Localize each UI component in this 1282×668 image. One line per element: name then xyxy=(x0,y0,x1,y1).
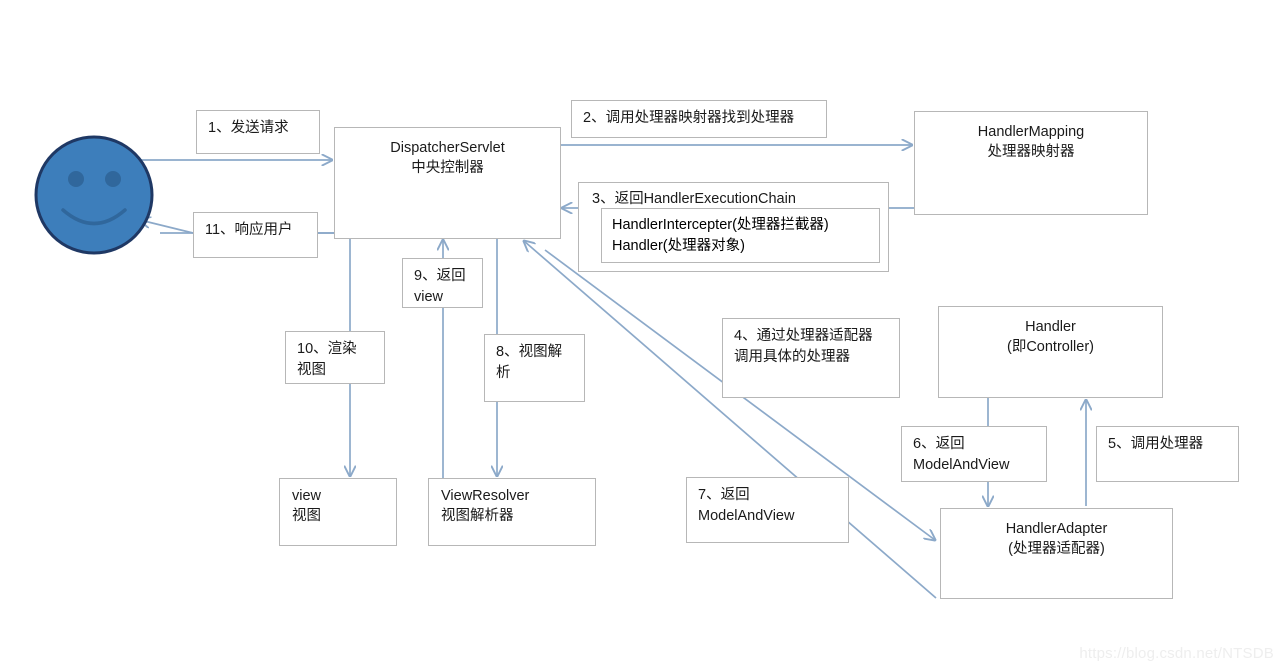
handler-adapter-title: HandlerAdapter xyxy=(1005,521,1108,537)
step-label-5: 5、调用处理器 xyxy=(1096,426,1239,482)
node-handler-mapping[interactable]: HandlerMapping 处理器映射器 xyxy=(914,111,1148,215)
view-resolver-subtitle: 视图解析器 xyxy=(441,507,514,524)
handler-mapping-title: HandlerMapping xyxy=(977,124,1085,140)
step-4-line1: 4、通过处理器适配器 xyxy=(734,328,873,344)
step-9-line2: view xyxy=(414,288,444,305)
step-label-8: 8、视图解 析 xyxy=(484,334,585,402)
node-dispatcher-servlet[interactable]: DispatcherServlet 中央控制器 xyxy=(334,127,561,239)
step-11-line1: 11、响应用户 xyxy=(205,222,293,238)
step-2-line1: 2、调用处理器映射器找到处理器 xyxy=(583,110,795,126)
step-10-line2: 视图 xyxy=(297,361,326,378)
view-title: view xyxy=(292,488,322,504)
node-view[interactable]: view 视图 xyxy=(279,478,397,546)
step-label-10: 10、渲染 视图 xyxy=(285,331,385,384)
node-handler-adapter[interactable]: HandlerAdapter (处理器适配器) xyxy=(940,508,1173,599)
smiley-head-icon xyxy=(34,135,154,255)
step-6-line2: ModelAndView xyxy=(913,456,1010,473)
step-7-line2: ModelAndView xyxy=(698,507,795,524)
csdn-watermark: https://blog.csdn.net/NTSDB xyxy=(1079,645,1274,662)
step-label-9: 9、返回 view xyxy=(402,258,483,308)
step-5-line1: 5、调用处理器 xyxy=(1108,436,1204,452)
step-6-line1: 6、返回 xyxy=(913,436,965,452)
chain-item-1: HandlerIntercepter(处理器拦截器) xyxy=(612,217,829,233)
user-actor-smiley xyxy=(34,135,154,255)
step-8-line1: 8、视图解 xyxy=(496,344,563,360)
step-7-line1: 7、返回 xyxy=(698,487,750,503)
handler-mapping-subtitle: 处理器映射器 xyxy=(987,143,1075,160)
step-10-line1: 10、渲染 xyxy=(297,341,357,357)
node-view-resolver[interactable]: ViewResolver 视图解析器 xyxy=(428,478,596,546)
step-label-6: 6、返回 ModelAndView xyxy=(901,426,1047,482)
view-subtitle: 视图 xyxy=(292,507,321,524)
node-handler[interactable]: Handler (即Controller) xyxy=(938,306,1163,398)
handler-subtitle: (即Controller) xyxy=(1006,338,1094,355)
step-4-line2: 调用具体的处理器 xyxy=(734,348,850,365)
dispatcher-servlet-subtitle: 中央控制器 xyxy=(411,159,484,176)
step-8-line2: 析 xyxy=(496,364,511,381)
step-label-1: 1、发送请求 xyxy=(196,110,320,154)
dispatcher-servlet-title: DispatcherServlet xyxy=(390,140,505,156)
smiley-right-eye-icon xyxy=(105,171,121,187)
smiley-mouth-icon xyxy=(61,208,127,226)
view-resolver-title: ViewResolver xyxy=(441,488,530,504)
handler-execution-chain-box: HandlerIntercepter(处理器拦截器) Handler(处理器对象… xyxy=(601,208,880,263)
step-label-11: 11、响应用户 xyxy=(193,212,318,258)
handler-title: Handler xyxy=(1025,319,1076,335)
step-label-4: 4、通过处理器适配器 调用具体的处理器 xyxy=(722,318,900,398)
step-1-line1: 1、发送请求 xyxy=(208,120,289,136)
chain-header: 3、返回HandlerExecutionChain xyxy=(592,191,796,207)
step-9-line1: 9、返回 xyxy=(414,268,466,284)
smiley-left-eye-icon xyxy=(68,171,84,187)
chain-item-2: Handler(处理器对象) xyxy=(612,238,745,255)
step-label-7: 7、返回 ModelAndView xyxy=(686,477,849,543)
handler-adapter-subtitle: (处理器适配器) xyxy=(1008,540,1105,557)
step-label-2: 2、调用处理器映射器找到处理器 xyxy=(571,100,827,138)
